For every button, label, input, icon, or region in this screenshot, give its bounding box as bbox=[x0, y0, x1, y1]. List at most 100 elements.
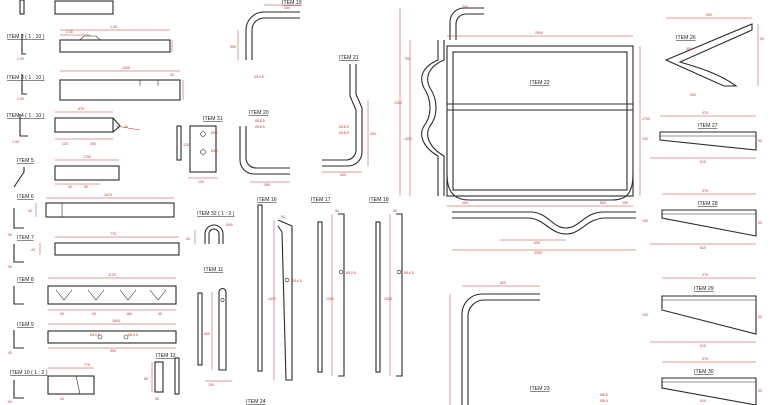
item-8-dim-a: 60 bbox=[60, 312, 64, 316]
item-7-dim-b: 50 bbox=[8, 265, 12, 269]
item-9-drawing: ITEM 9 1600 Ø10.5 Ø10.5 900 40 bbox=[8, 319, 177, 355]
item-22-dim-i: 800 bbox=[600, 201, 606, 205]
item-23-title: ITEM 23 bbox=[530, 386, 550, 392]
item-32-dim-b: Ø40 bbox=[226, 223, 233, 227]
item-30-dim-hole: Ø8.5 bbox=[600, 399, 608, 403]
item-26-drawing: ITEM 26 500 300 50 300 bbox=[664, 13, 764, 97]
item-5-dim-b: 50 bbox=[84, 185, 88, 189]
item-22-dim-b: 1000 bbox=[404, 137, 412, 141]
item-31-dim-hole-a: Ø10 bbox=[211, 131, 218, 135]
item-18-title: ITEM 18 bbox=[369, 197, 389, 203]
item-2-drawing: ITEM 2 ( 1 : 10 ) 1.00 2.50 1.00 bbox=[7, 25, 173, 61]
item-22-dim-f: 200 bbox=[462, 201, 468, 205]
item-29-dim-c: 100 bbox=[642, 313, 648, 317]
item-22-dim-k: 700 bbox=[462, 5, 468, 9]
item-7-drawing: ITEM 7 775 40 50 bbox=[8, 232, 180, 269]
item-10-drawing: ITEM 10 ( 1 : 2 ) 775 40 50 bbox=[8, 363, 95, 404]
item-30-drawing: ITEM 30 475 610 Ø8.5 50 bbox=[600, 357, 762, 405]
item-21-dim-hole-b: Ø18.5 bbox=[339, 131, 349, 135]
item-9-dim-hole-b: Ø10.5 bbox=[128, 333, 138, 337]
item-17-title: ITEM 17 bbox=[311, 197, 331, 203]
item-20-dim-hole-b: Ø18.5 bbox=[255, 125, 265, 129]
item-19-dim-b: 900 bbox=[230, 45, 236, 49]
item-28-dim-c: 100 bbox=[642, 219, 648, 223]
item-17-dim-length: 1000 bbox=[326, 297, 334, 301]
item-27-dim-c: 100 bbox=[642, 137, 648, 141]
item-6-title: ITEM 6 bbox=[17, 194, 34, 200]
item-10-dim-b: 50 bbox=[8, 400, 12, 404]
item-3-dim-side: 2.50 bbox=[17, 97, 24, 101]
item-26-dim-a: 500 bbox=[706, 13, 712, 17]
item-27-dim-b: 610 bbox=[700, 160, 706, 164]
item-8-dim-c: 180 bbox=[126, 312, 132, 316]
item-27-dim-a: 475 bbox=[702, 111, 708, 115]
item-9-dim-side: 40 bbox=[8, 351, 12, 355]
item-17-dim-a: 50 bbox=[335, 209, 339, 213]
item-28-title: ITEM 28 bbox=[698, 201, 718, 207]
item-22-dim-a: 1200 bbox=[394, 101, 402, 105]
item-10-dim-a: 40 bbox=[60, 397, 64, 401]
item-18-dim-a: 50 bbox=[393, 209, 397, 213]
item-6-dim-a: 40 bbox=[28, 209, 32, 213]
item-20-drawing: ITEM 20 Ø18.5 Ø18.5 300 bbox=[239, 110, 290, 187]
item-2-title: ITEM 2 ( 1 : 10 ) bbox=[7, 34, 45, 40]
item-3-drawing: ITEM 3 ( 1 : 10 ) 1000 40 2.50 bbox=[7, 66, 184, 101]
item-11-title: ITEM 11 bbox=[204, 267, 223, 273]
item-29-dim-a: 475 bbox=[702, 273, 708, 277]
item-17-dim-hole: Ø10.5 bbox=[346, 271, 356, 275]
item-26-dim-d: 300 bbox=[690, 93, 696, 97]
item-22-dim-h: 2200 bbox=[534, 251, 542, 255]
item-12-dim-a: 50 bbox=[155, 397, 159, 401]
item-21-dim-height: 200 bbox=[370, 132, 376, 136]
item-20-dim-len: 300 bbox=[264, 183, 270, 187]
item-28-drawing: ITEM 28 475 610 100 50 bbox=[642, 189, 762, 250]
item-22-dim-c: 700 bbox=[404, 57, 410, 61]
item-22-title: ITEM 22 bbox=[530, 80, 550, 86]
item-30-dim-b: 610 bbox=[700, 399, 706, 403]
item-3-title: ITEM 3 ( 1 : 10 ) bbox=[7, 75, 45, 81]
item-27-title: ITEM 27 bbox=[698, 123, 718, 129]
item-18-dim-hole: Ø10.5 bbox=[404, 271, 414, 275]
item-9-title: ITEM 9 bbox=[17, 322, 34, 328]
item-16-title: ITEM 16 bbox=[257, 197, 277, 203]
item-6-dim-b: 50 bbox=[8, 233, 12, 237]
item-29-title: ITEM 29 bbox=[694, 286, 714, 292]
item-32-title: ITEM 32 ( 1 : 2 ) bbox=[197, 211, 235, 217]
item-28-dim-d: 50 bbox=[758, 221, 762, 225]
item-22-dim-j: 200 bbox=[622, 201, 628, 205]
item-18-drawing: ITEM 18 50 1000 Ø10.5 bbox=[369, 197, 414, 377]
item-16-drawing: ITEM 16 50 1000 Ø10.5 bbox=[257, 197, 302, 381]
item-22-drawing: ITEM 22 1200 1000 700 1700 2000 200 600 … bbox=[394, 5, 650, 255]
item-8-dim-d: 60 bbox=[158, 312, 162, 316]
item-4-dim-side: 1.00 bbox=[12, 140, 19, 144]
item-5-dim-a: 40 bbox=[68, 185, 72, 189]
item-31-dim-width: 100 bbox=[198, 180, 204, 184]
item-7-dim-length: 775 bbox=[110, 232, 116, 236]
item-12-title: ITEM 12 bbox=[156, 353, 176, 359]
item-19-dim-hole: Ø10.5 bbox=[254, 75, 264, 79]
item-16-dim-hole: Ø10.5 bbox=[292, 279, 302, 283]
item-27-dim-d: 50 bbox=[758, 139, 762, 143]
item-11-dim-b: 500 bbox=[204, 332, 210, 336]
item-12-drawing: ITEM 12 50 80 bbox=[144, 353, 180, 401]
item-3-dim-slot: 40 bbox=[170, 73, 174, 77]
item-4-dim-length: 870 bbox=[78, 107, 84, 111]
item-26-dim-c: 50 bbox=[760, 37, 764, 41]
item-2-dim-offset: 2.50 bbox=[66, 30, 73, 34]
item-20-dim-hole-a: Ø18.5 bbox=[255, 119, 265, 123]
item-23-drawing: ITEM 23 625 Ø8.5 bbox=[449, 281, 608, 405]
item-8-drawing: ITEM 8 1120 60 90 180 60 bbox=[13, 273, 177, 316]
item-12-dim-b: 80 bbox=[144, 377, 148, 381]
item-7-dim-a: 40 bbox=[31, 248, 35, 252]
item-4-dim-a: 120 bbox=[62, 142, 68, 146]
item-3-dim-length: 1000 bbox=[122, 66, 130, 70]
item-29-dim-d: 50 bbox=[758, 315, 762, 319]
item-20-title: ITEM 20 bbox=[249, 110, 269, 116]
item-9-dim-hole-a: Ø10.5 bbox=[90, 333, 100, 337]
item-9-dim-length: 1600 bbox=[112, 319, 120, 323]
item-4-dim-b: 200 bbox=[90, 142, 96, 146]
item-5-title: ITEM 5 bbox=[17, 158, 34, 164]
item-31-dim-height: 120 bbox=[183, 143, 189, 147]
item-2-dim-side: 1.00 bbox=[17, 57, 24, 61]
item-6-drawing: ITEM 6 1870 40 50 bbox=[8, 193, 175, 237]
